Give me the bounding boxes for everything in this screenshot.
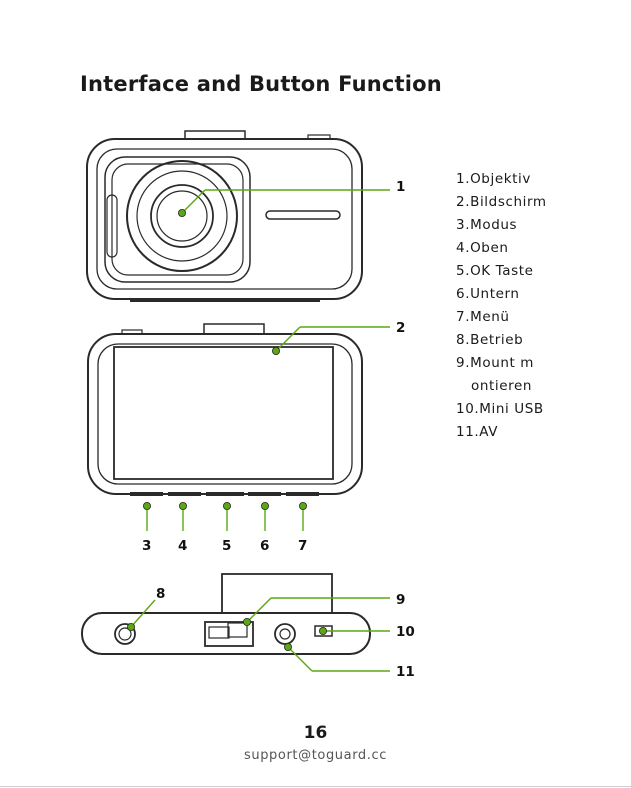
page-number: 16 bbox=[0, 723, 631, 743]
legend-item: 7.Menü bbox=[456, 306, 547, 329]
callout-dot-11 bbox=[284, 643, 291, 650]
component-legend: 1.Objektiv 2.Bildschirm 3.Modus 4.Oben 5… bbox=[456, 168, 547, 444]
callout-number-2: 2 bbox=[396, 320, 405, 336]
legend-item: 6.Untern bbox=[456, 283, 547, 306]
callout-number-4: 4 bbox=[178, 538, 187, 554]
top-view bbox=[82, 574, 370, 654]
button-callout-dots bbox=[143, 502, 306, 509]
callout-number-9: 9 bbox=[396, 592, 405, 608]
legend-item: 3.Modus bbox=[456, 214, 547, 237]
legend-item: 5.OK Taste bbox=[456, 260, 547, 283]
legend-item: 4.Oben bbox=[456, 237, 547, 260]
callout-dot-10 bbox=[319, 627, 326, 634]
legend-item: 10.Mini USB bbox=[456, 398, 547, 421]
callout-dot-8 bbox=[127, 623, 134, 630]
legend-item: 8.Betrieb bbox=[456, 329, 547, 352]
legend-item: ontieren bbox=[456, 375, 547, 398]
callout-number-5: 5 bbox=[222, 538, 231, 554]
callout-dot-9 bbox=[243, 618, 250, 625]
back-view bbox=[88, 324, 362, 494]
callout-number-10: 10 bbox=[396, 624, 415, 640]
legend-item: 1.Objektiv bbox=[456, 168, 547, 191]
callout-number-7: 7 bbox=[298, 538, 307, 554]
legend-item: 11.AV bbox=[456, 421, 547, 444]
callout-number-8: 8 bbox=[156, 586, 165, 602]
callout-number-3: 3 bbox=[142, 538, 151, 554]
button-callouts bbox=[147, 506, 303, 531]
bottom-divider bbox=[0, 786, 631, 787]
front-view bbox=[87, 131, 362, 302]
legend-item: 2.Bildschirm bbox=[456, 191, 547, 214]
support-email: support@toguard.cc bbox=[0, 748, 631, 763]
callout-dot-2 bbox=[272, 347, 279, 354]
callout-number-11: 11 bbox=[396, 664, 415, 680]
legend-item: 9.Mount m bbox=[456, 352, 547, 375]
callout-dot-1 bbox=[178, 209, 185, 216]
callout-number-6: 6 bbox=[260, 538, 269, 554]
callout-number-1: 1 bbox=[396, 179, 405, 195]
bottom-buttons bbox=[130, 492, 319, 496]
